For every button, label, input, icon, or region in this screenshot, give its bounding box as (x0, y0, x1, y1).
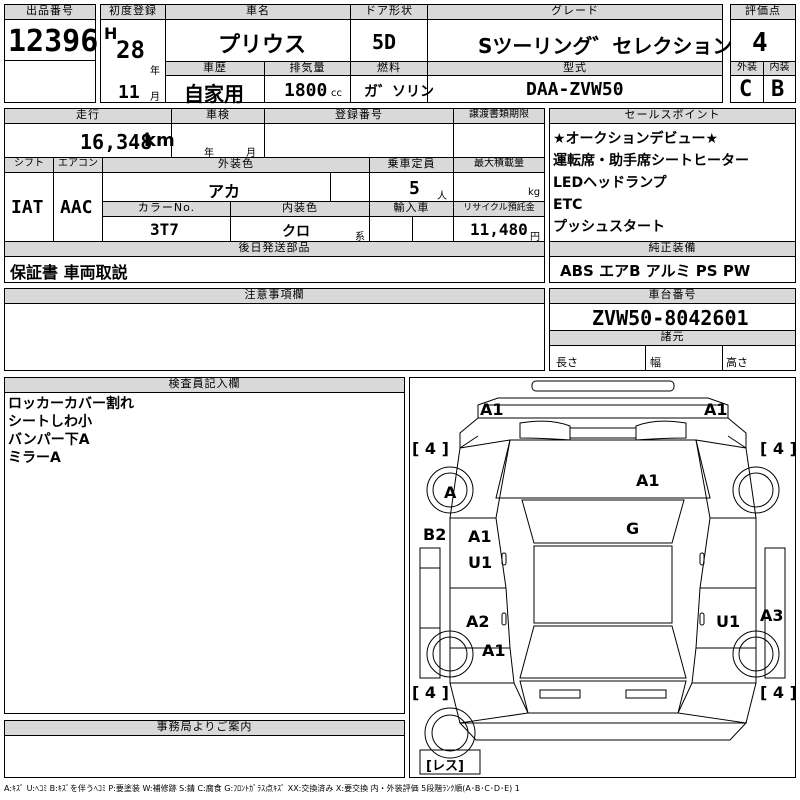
history: 自家用 (184, 82, 244, 106)
reg-year: 28 (116, 36, 145, 64)
tire-fr: [ 4 ] (760, 439, 795, 458)
equipment: ABS エアB アルミ PS PW (560, 262, 751, 280)
exterior-grade: C (739, 77, 753, 102)
aircon: AAC (60, 197, 93, 218)
tire-rr: [ 4 ] (760, 683, 795, 702)
mark-front-left: A1 (480, 400, 504, 419)
chassis-number: ZVW50-8042601 (592, 306, 749, 330)
fuel: ガ゛ソリン (364, 84, 434, 100)
lot-number: 12396 (8, 24, 99, 59)
door-type: 5D (372, 30, 397, 54)
damage-diagram: [ 4 ] [ 4 ] [ 4 ] [ 4 ] [レス] A1 A1 A A1 … (409, 377, 796, 778)
inspector-note: ロッカーカバー割れ (8, 396, 134, 412)
mark-hood: A1 (636, 471, 660, 490)
mark-right-rocker: A3 (760, 606, 784, 625)
interior-color: クロ (282, 224, 310, 240)
exterior-color: アカ (208, 182, 241, 201)
recycle-fee: 11,480 (470, 220, 528, 239)
plate-number-field (264, 123, 454, 158)
mark-left-front-door-2: U1 (468, 553, 492, 572)
car-outline: [ 4 ] [ 4 ] [ 4 ] [ 4 ] [レス] A1 A1 A A1 … (412, 380, 795, 775)
displacement: 1800 (284, 80, 328, 101)
office-notice (4, 735, 405, 778)
mark-left-mirror: A (444, 483, 457, 502)
tire-fl: [ 4 ] (412, 439, 449, 458)
later-parts: 保証書 車両取説 (10, 263, 128, 282)
spare-tire: [レス] (426, 759, 464, 774)
model-code: DAA-ZVW50 (526, 79, 624, 100)
mark-left-rocker: B2 (423, 525, 446, 544)
legend: A:ｷｽﾞ U:ﾍｺﾐ B:ｷｽﾞを伴うﾍｺﾐ P:要塗装 W:補修跡 S:錆 … (4, 784, 520, 793)
score: 4 (752, 28, 768, 58)
inspector-notes (4, 392, 405, 714)
sales-point-item: LEDヘッドランプ (553, 175, 667, 191)
shift: IAT (11, 197, 44, 218)
inspector-note: シートしわ小 (8, 414, 92, 430)
inspector-note: ミラーA (8, 450, 61, 466)
reg-month: 11 (118, 82, 140, 103)
lot-no-label: 出品番号 (4, 4, 96, 20)
mark-right-rear-door: U1 (716, 612, 740, 631)
car-name: プリウス (218, 33, 307, 58)
tire-rl: [ 4 ] (412, 683, 449, 702)
sales-point-item: 運転席・助手席シートヒーター (553, 153, 749, 169)
mark-left-rear-fender: A1 (482, 641, 506, 660)
mark-front-right: A1 (704, 400, 728, 419)
mark-roof: G (626, 519, 639, 538)
mark-left-rear-door: A2 (466, 612, 490, 631)
first-reg-label: 初度登録 (100, 4, 166, 20)
mileage: 16,348 (80, 130, 153, 154)
color-number: 3T7 (150, 220, 179, 239)
mark-left-front-door: A1 (468, 527, 492, 546)
caution-box (4, 303, 545, 371)
interior-grade: B (771, 77, 785, 102)
inspector-note: バンパー下A (8, 432, 90, 448)
era: H (104, 24, 118, 43)
sales-point-item: プッシュスタート (553, 219, 665, 235)
sales-point-item: ETC (553, 197, 583, 213)
sales-point-item: ★オークションデビュー★ (553, 131, 719, 147)
capacity: 5 (409, 178, 420, 199)
grade: Sツーリング゛セレクション (478, 34, 733, 58)
